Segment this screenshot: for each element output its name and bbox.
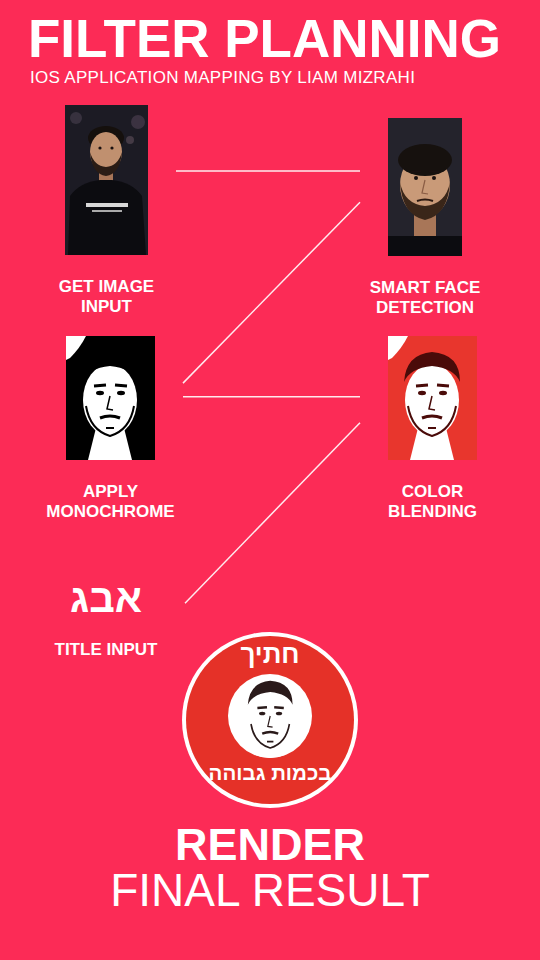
- hebrew-glyphs: אבג: [70, 575, 142, 621]
- badge-text: בכמות גבוהה: [209, 761, 332, 785]
- connector-line: [185, 423, 360, 603]
- page-title: FILTER PLANNING: [28, 12, 501, 65]
- input-photo-part: [126, 136, 134, 144]
- input-photo-part: [131, 115, 145, 129]
- input-photo-part: [86, 203, 128, 207]
- title-input-step: אבגTITLE INPUT: [55, 572, 157, 624]
- step-label: SMART FACE DETECTION: [339, 278, 511, 319]
- process-step: APPLY MONOCHROME: [66, 336, 155, 460]
- connector-line: [183, 396, 360, 398]
- face-crop-photo: [388, 118, 462, 256]
- input-photo-part: [70, 112, 82, 124]
- label-block: COLOR BLENDING: [360, 482, 505, 523]
- face-crop-photo-part: [400, 182, 450, 220]
- face-crop-photo-part: [417, 200, 433, 202]
- face-crop-photo-part: [388, 236, 462, 256]
- input-photo-part: [92, 210, 122, 212]
- monochrome-photo-part: [66, 336, 155, 460]
- badge-ring: [182, 632, 358, 808]
- label-block: RENDERFINAL RESULT: [50, 822, 490, 913]
- label-block: GET IMAGE INPUT: [42, 277, 172, 318]
- face-crop-photo-part: [432, 176, 436, 180]
- badge-disc: [186, 636, 354, 804]
- color-blend-photo-part: [388, 336, 460, 460]
- process-step: SMART FACE DETECTION: [388, 118, 462, 256]
- monochrome-photo-part: [66, 336, 138, 460]
- subtitle-note: IOS APPLICATION MAPPING BY LIAM MIZRAHI: [30, 68, 415, 88]
- input-photo-part: [98, 146, 101, 149]
- step-label: APPLY MONOCHROME: [38, 482, 183, 523]
- connector-line: [176, 170, 360, 172]
- face-crop-photo-part: [411, 171, 439, 172]
- input-photo-part: [68, 180, 146, 255]
- input-photo-part: [110, 146, 113, 149]
- label-block: APPLY MONOCHROME: [38, 482, 183, 523]
- badge-text: חתיך: [240, 640, 299, 670]
- face-crop-photo-part: [414, 176, 418, 180]
- step-label: TITLE INPUT: [31, 640, 181, 660]
- step-label: COLOR BLENDING: [360, 482, 505, 523]
- label-block: TITLE INPUT: [31, 640, 181, 660]
- input-photo: [65, 105, 148, 255]
- badge-portrait: [235, 668, 293, 767]
- face-crop-photo-part: [398, 144, 452, 176]
- process-step: COLOR BLENDING: [388, 336, 477, 460]
- result-badge: חתיךבכמות גבוההRENDERFINAL RESULT: [180, 630, 360, 810]
- input-photo-part: [90, 152, 122, 176]
- color-blend-photo-part: [388, 336, 477, 460]
- step-label: GET IMAGE INPUT: [42, 277, 172, 318]
- result-heading: FINAL RESULT: [50, 867, 490, 913]
- face-crop-photo-part: [422, 180, 428, 194]
- face-crop-photo-part: [388, 118, 462, 256]
- input-photo-part: [65, 105, 148, 255]
- color-blend-photo: [388, 336, 477, 460]
- monochrome-photo: [66, 336, 155, 460]
- label-block: SMART FACE DETECTION: [339, 278, 511, 319]
- connector-line: [183, 202, 360, 383]
- process-step: GET IMAGE INPUT: [65, 105, 148, 255]
- badge-portrait-face: [235, 668, 293, 767]
- result-heading: RENDER: [50, 822, 490, 867]
